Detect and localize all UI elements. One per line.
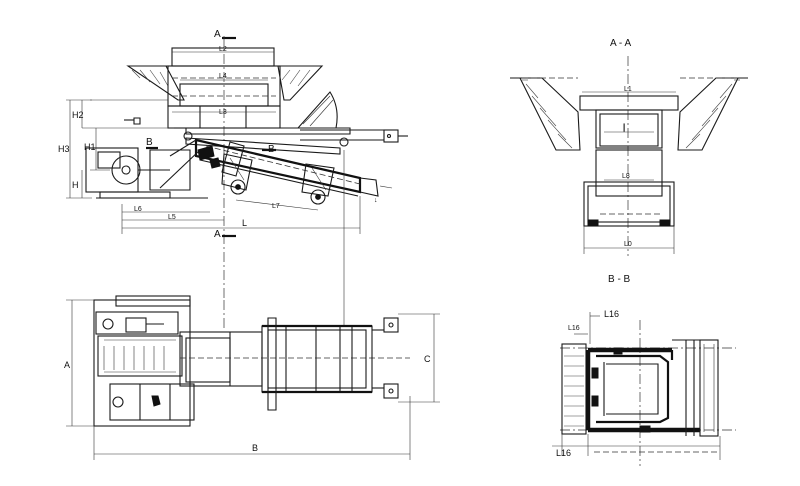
- dim-b: B: [252, 443, 258, 453]
- svg-text:↓: ↓: [374, 197, 378, 204]
- dim-l16-top: L16: [604, 309, 619, 319]
- dim-l16-top-left: L16: [568, 325, 580, 332]
- section-a-bottom-label: A: [214, 229, 221, 240]
- dim-l8: L8: [622, 173, 630, 180]
- dim-a: A: [64, 360, 70, 370]
- dim-l0: L0: [624, 241, 632, 248]
- section-aa-view: A - A L1 ┃ L8: [510, 38, 748, 256]
- dim-h1: H1: [84, 142, 96, 152]
- plan-view: A B C: [64, 295, 440, 460]
- dim-l16-bottom: L16: [556, 448, 571, 458]
- dim-h: H: [72, 180, 79, 190]
- dim-l2: L2: [219, 46, 227, 53]
- dim-l5: L5: [168, 214, 176, 221]
- dim-l: L: [242, 218, 247, 228]
- vibrator-block: [197, 145, 215, 161]
- dim-c: C: [424, 354, 431, 364]
- dim-l3: L3: [219, 109, 227, 116]
- section-a-top-label: A: [214, 29, 221, 40]
- dim-l6: L6: [134, 206, 142, 213]
- side-view: A A L2 L4 L3: [58, 29, 408, 300]
- section-b-left-label: B: [146, 137, 153, 148]
- section-bb-title: B - B: [608, 274, 631, 285]
- section-aa-title: A - A: [610, 38, 631, 49]
- dim-l4: L4: [219, 73, 227, 80]
- dim-l7: L7: [272, 203, 280, 210]
- dim-l1: L1: [624, 86, 632, 93]
- section-bb-view: B - B L16 L16: [552, 274, 736, 466]
- dim-h2: H2: [72, 110, 84, 120]
- svg-text:┃: ┃: [622, 123, 626, 132]
- dim-h3: H3: [58, 144, 70, 154]
